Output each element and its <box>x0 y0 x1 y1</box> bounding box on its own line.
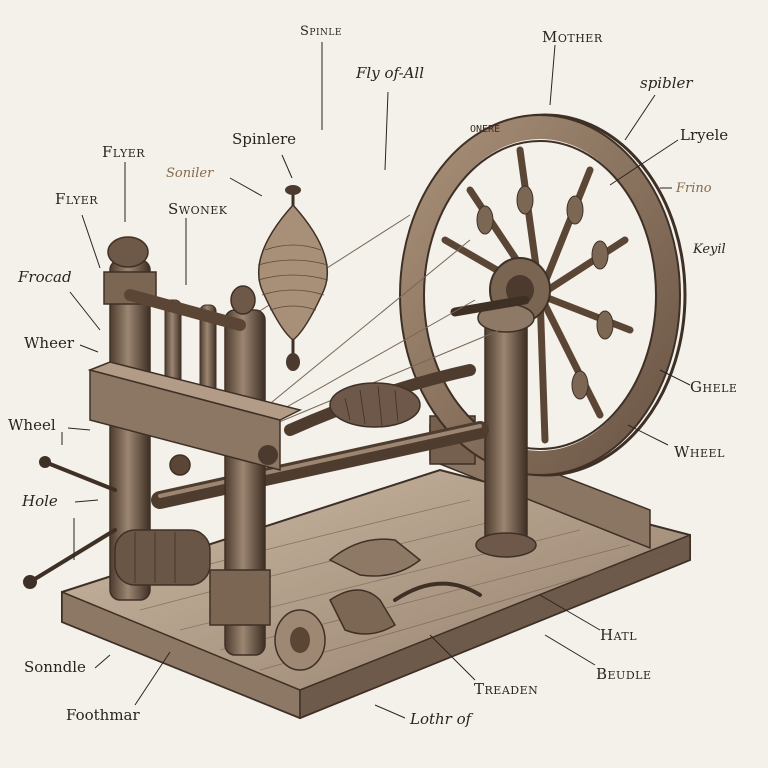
label-swonek: Swonek <box>168 200 228 218</box>
base-platform <box>61 468 691 720</box>
label-wheel-right: Wheel <box>674 443 725 461</box>
label-beudle: Beudle <box>596 665 652 683</box>
label-foothmar: Foothmar <box>66 706 140 724</box>
label-sonndle: Sonndle <box>24 658 86 676</box>
label-flyer-top: Flyer <box>102 143 146 161</box>
drive-wheel: ONERE <box>399 113 687 477</box>
label-soniler: Soniler <box>166 166 214 181</box>
spindle-bar <box>151 364 489 509</box>
wheel-rim-text: ONERE <box>470 124 500 135</box>
leader-lines <box>61 42 691 719</box>
label-keyil: Keyil <box>693 242 726 257</box>
label-spibler: spibler <box>640 74 693 92</box>
label-fly-of-all: Fly of-All <box>356 64 424 82</box>
left-frame <box>23 236 303 656</box>
label-frino: Frino <box>676 181 712 196</box>
label-spinlere: Spinlere <box>232 130 297 148</box>
label-frocad: Frocad <box>18 268 72 286</box>
label-ghele: Ghele <box>690 378 738 396</box>
label-wheer: Wheer <box>24 334 75 352</box>
label-hatl: Hatl <box>600 626 638 644</box>
label-lothr-of: Lothr of <box>410 710 472 728</box>
label-treaden: Treaden <box>474 680 539 698</box>
label-mother: Mother <box>542 28 603 46</box>
label-hole: Hole <box>22 492 58 510</box>
loose-parts <box>274 538 482 671</box>
label-lryele: Lryele <box>680 126 729 144</box>
wheel-upright <box>450 295 537 558</box>
bobbin <box>257 185 329 371</box>
label-wheel-left: Wheel <box>8 416 56 434</box>
label-flyer-left: Flyer <box>55 190 99 208</box>
label-spinle: Spinle <box>300 24 342 39</box>
